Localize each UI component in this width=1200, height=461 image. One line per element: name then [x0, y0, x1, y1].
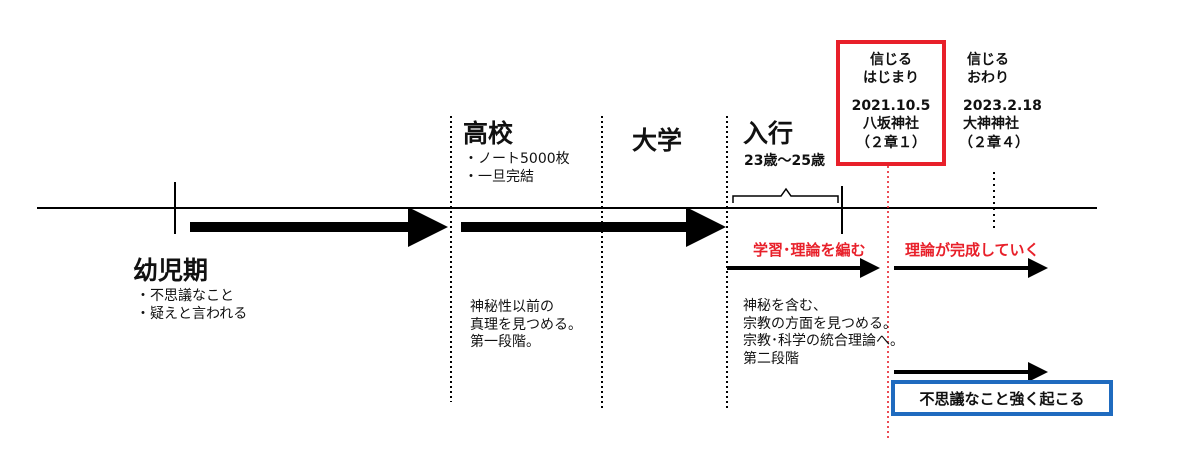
stage-early-childhood-notes: ・不思議なこと ・疑えと言われる	[136, 288, 248, 322]
stage-early-childhood-title: 幼児期	[133, 256, 209, 285]
belief-end-date: 2023.2.18	[963, 98, 1042, 114]
belief-end-place: 大神神社	[963, 116, 1019, 132]
stage-high-school-notes: ・ノート5000枚 ・一旦完結	[464, 151, 570, 185]
stage-nyugyo-description: 神秘を含む、 宗教の方面を見つめる。 宗教･科学の統合理論へ。 第二段階	[743, 298, 904, 367]
stage-nyugyo-title: 入行	[743, 119, 794, 148]
stage-high-school-description: 神秘性以前の 真理を見つめる。 第一段階。	[470, 299, 582, 350]
belief-end-chapter: （２章４）	[959, 135, 1029, 151]
arrow-theory-completes-label: 理論が完成していく	[905, 241, 1040, 259]
belief-start-chapter: （２章１）	[856, 135, 926, 151]
strange-events-box: 不思議なこと強く起こる	[891, 380, 1113, 416]
belief-start-place: 八坂神社	[863, 116, 919, 132]
belief-start-label: 信じる はじまり	[863, 52, 919, 86]
stage-university-title: 大学	[632, 126, 683, 155]
stage-nyugyo-age-range: 23歳～25歳	[744, 153, 825, 169]
belief-end-label: 信じる おわり	[967, 52, 1009, 86]
belief-start-date: 2021.10.5	[851, 98, 931, 114]
stage-high-school-title: 高校	[463, 119, 514, 148]
age-range-bracket	[732, 187, 839, 203]
arrow-compile-theory-label: 学習･理論を編む	[753, 241, 866, 259]
belief-start-box	[836, 40, 946, 166]
